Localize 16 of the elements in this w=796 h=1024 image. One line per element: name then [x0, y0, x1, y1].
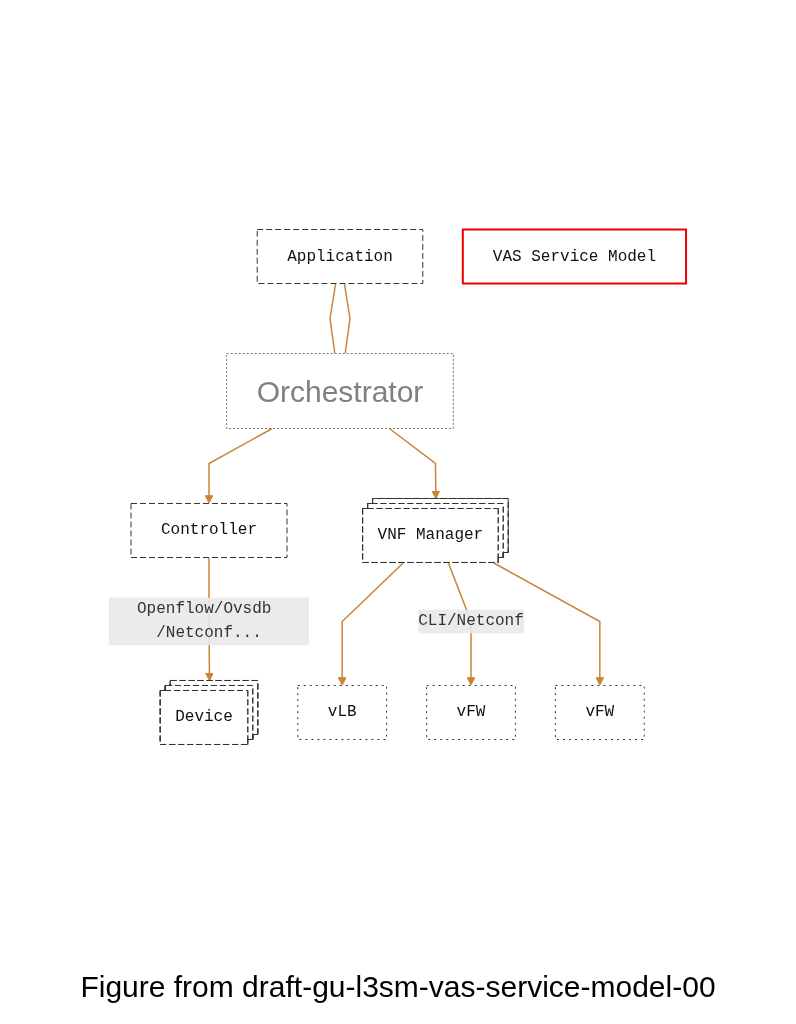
- arrow: [205, 427, 274, 504]
- node-box: Application: [257, 229, 424, 284]
- arrow: [338, 562, 405, 686]
- figure-caption: Figure from draft-gu-l3sm-vas-service-model-00: [80, 970, 716, 1004]
- edge-label: CLI/Netconf: [418, 612, 525, 631]
- node-box: VAS Service Model: [462, 228, 688, 285]
- connector: [344, 282, 352, 355]
- node-box: Controller: [130, 503, 288, 558]
- node-box: vFW: [555, 685, 646, 740]
- arrow: [389, 427, 441, 500]
- arrow: [493, 562, 605, 686]
- node-box: vFW: [426, 685, 517, 740]
- node-box: vLB: [297, 685, 388, 740]
- connector: [329, 282, 337, 355]
- edge-label: Openflow/Ovsdb /Netconf...: [137, 600, 272, 643]
- node-box: Orchestrator: [226, 353, 455, 429]
